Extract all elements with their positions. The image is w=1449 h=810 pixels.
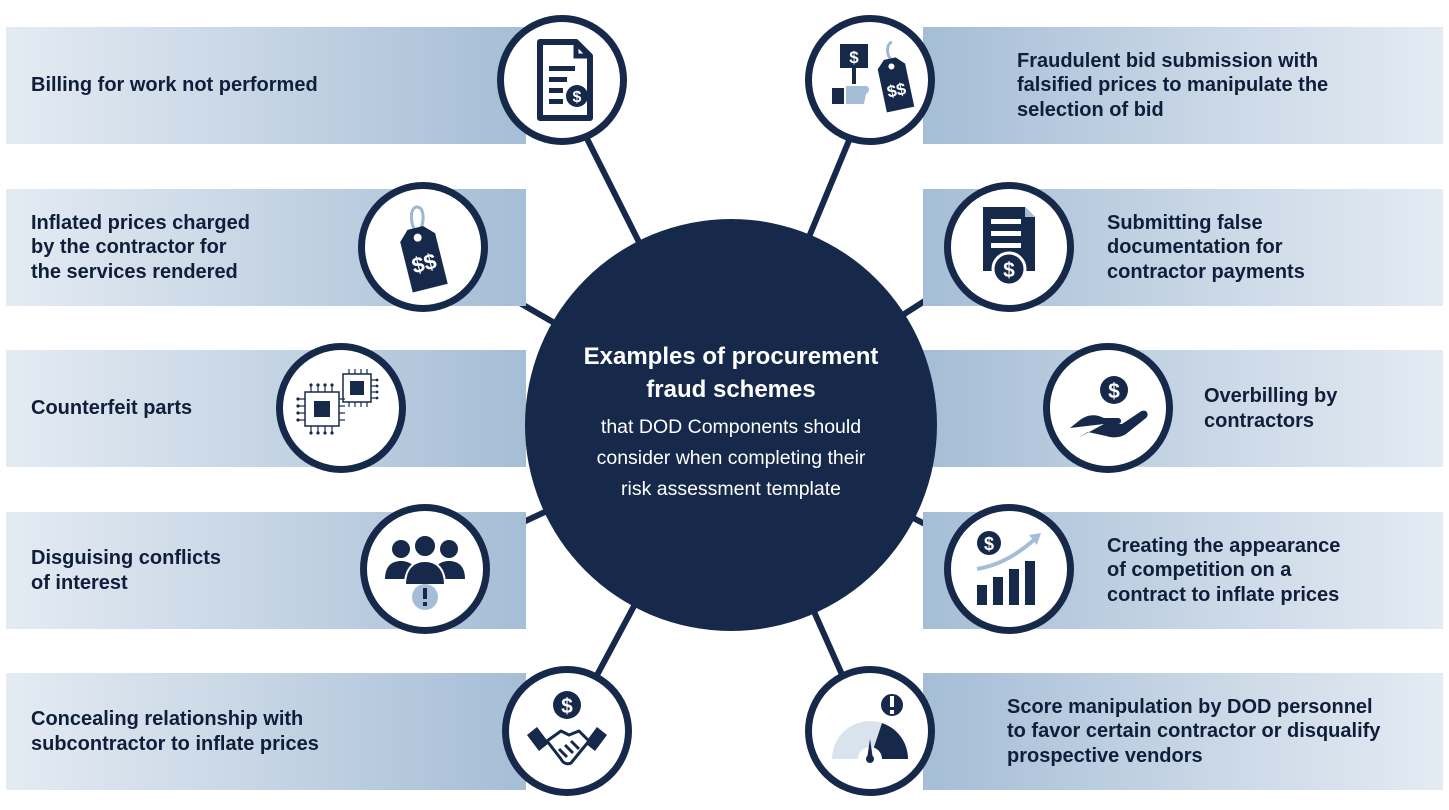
- center-circle: Examples of procurement fraud schemes th…: [525, 219, 937, 631]
- scheme-bar-billing: Billing for work not performed: [6, 27, 526, 144]
- node-fraudulent-bid: $ $$: [805, 15, 935, 145]
- scheme-label: Inflated prices charged by the contracto…: [31, 211, 250, 283]
- node-billing: $: [497, 15, 627, 145]
- rising-chart-dollar-icon: $: [976, 531, 1041, 605]
- scheme-bar-overbilling: Overbilling by contractors: [923, 350, 1443, 467]
- invoice-dollar-icon: $: [537, 39, 593, 121]
- people-warning-icon: [385, 534, 465, 610]
- scheme-bar-fraudulent-bid: Fraudulent bid submission with falsified…: [923, 27, 1443, 144]
- handshake-dollar-icon: $: [527, 691, 607, 766]
- scheme-label: Counterfeit parts: [31, 397, 193, 420]
- gauge-warning-icon: [832, 692, 908, 771]
- scheme-label: Creating the appearance of competition o…: [1107, 534, 1341, 606]
- scheme-label: Fraudulent bid submission with falsified…: [1017, 49, 1329, 121]
- scheme-label: Billing for work not performed: [31, 74, 318, 97]
- node-false-docs: $: [944, 182, 1074, 312]
- svg-text:$: $: [984, 534, 994, 554]
- node-inflated-prices: $$: [358, 182, 488, 312]
- scheme-bar-subcontractor: Concealing relationship with subcontract…: [6, 673, 526, 790]
- node-conflicts: [360, 504, 490, 634]
- scheme-label: Disguising conflicts of interest: [31, 547, 222, 594]
- svg-text:$$: $$: [409, 248, 439, 278]
- hand-coin-icon: $: [1070, 376, 1148, 438]
- node-overbilling: $: [1043, 343, 1173, 473]
- center-subtitle: that DOD Components should consider when…: [596, 415, 866, 500]
- node-competition: $: [944, 504, 1074, 634]
- scheme-label: Submitting false documentation for contr…: [1107, 211, 1305, 283]
- svg-text:$$: $$: [885, 79, 908, 102]
- node-subcontractor: $: [502, 666, 632, 796]
- svg-text:$: $: [573, 89, 582, 106]
- document-dollar-icon: $: [983, 207, 1035, 287]
- center-title: Examples of procurement fraud schemes: [583, 342, 879, 403]
- scheme-bar-score-manipulation: Score manipulation by DOD personnel to f…: [923, 673, 1443, 790]
- bid-sign-price-tag-icon: $ $$: [832, 40, 915, 113]
- svg-text:$: $: [1108, 380, 1120, 403]
- scheme-label: Concealing relationship with subcontract…: [31, 708, 319, 755]
- price-tag-icon: $$: [400, 205, 448, 293]
- node-counterfeit: [276, 343, 406, 473]
- scheme-label: Score manipulation by DOD personnel to f…: [1007, 695, 1381, 767]
- scheme-label: Overbilling by contractors: [1204, 385, 1338, 432]
- svg-text:$: $: [561, 695, 573, 718]
- scheme-bar-counterfeit: Counterfeit parts: [6, 350, 526, 467]
- svg-text:$: $: [849, 48, 859, 67]
- node-score-manipulation: [805, 666, 935, 796]
- microchip-icon: [296, 369, 379, 435]
- svg-text:$: $: [1003, 259, 1015, 282]
